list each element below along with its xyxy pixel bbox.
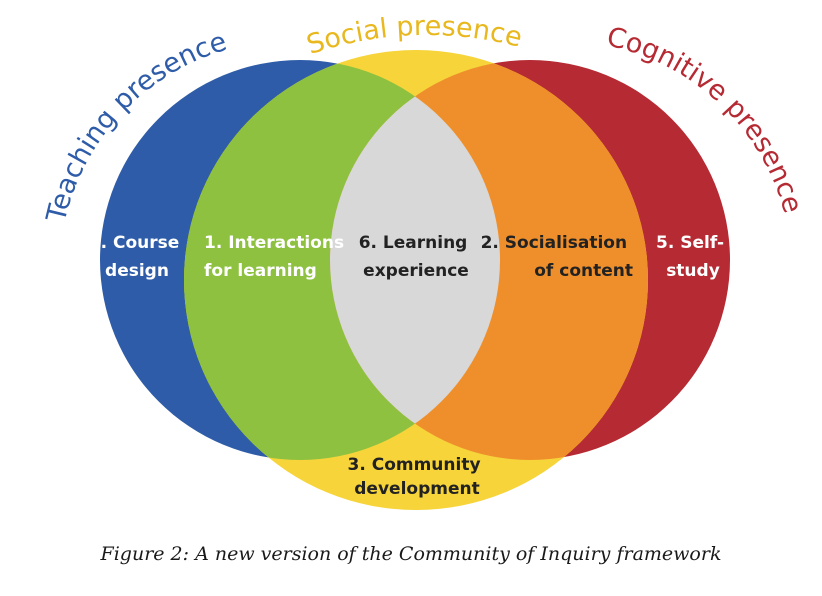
self-study-label: 5. Self- study <box>656 233 730 281</box>
interactions-for-learning-label: 1. Interactions for learning <box>204 233 350 281</box>
figure-caption: Figure 2: A new version of the Community… <box>100 543 722 565</box>
community-development-label: 3. Community development <box>348 455 487 499</box>
learning-experience-label: 6. Learning experience <box>359 233 474 281</box>
center-overlap <box>330 60 500 460</box>
socialisation-of-content-label: 2. Socialisation of content <box>481 233 633 281</box>
course-design-label: 4. Course design <box>89 233 185 281</box>
community-of-inquiry-venn-diagram: Teaching presence Social presence Cognit… <box>41 11 808 510</box>
